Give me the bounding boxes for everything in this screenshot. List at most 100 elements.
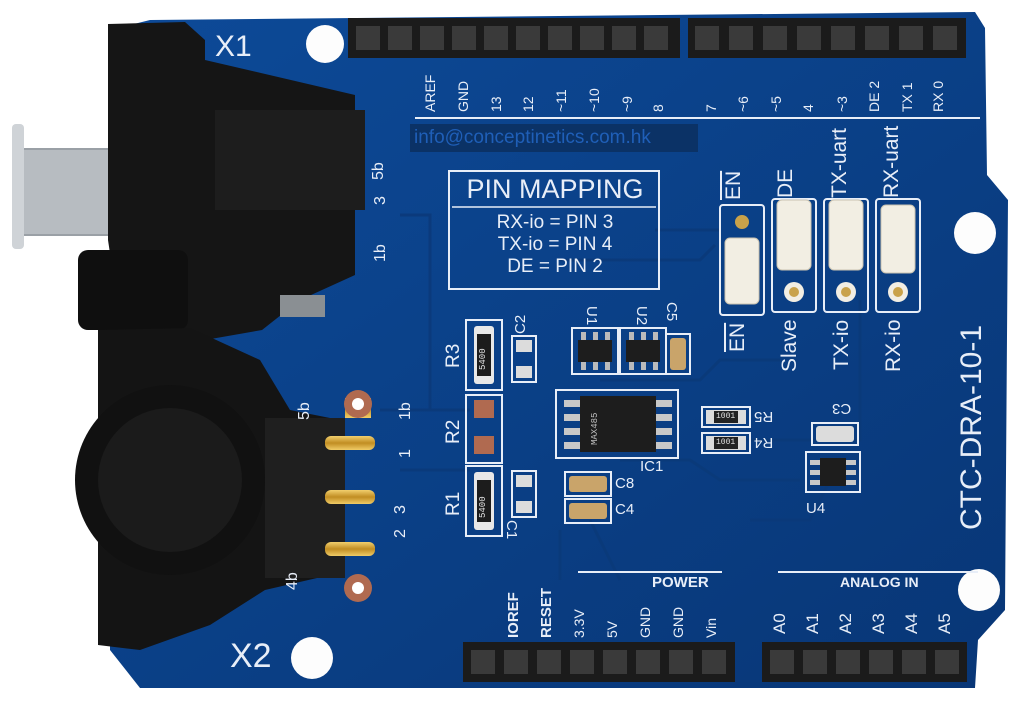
- jumper-label-bottom: TX-io: [830, 319, 853, 370]
- xlr-pin-label: 3: [372, 196, 389, 205]
- jumper-label-top: RX-uart: [880, 125, 903, 198]
- pin-label: 13: [488, 96, 504, 112]
- resistor-marking: 1001: [716, 438, 736, 447]
- xlr-pin-label: 1: [397, 449, 414, 458]
- pin-label: 12: [520, 96, 536, 112]
- pin-label: RX 0: [930, 80, 946, 112]
- mounting-hole: [291, 637, 333, 679]
- pin-label: GND: [455, 80, 471, 112]
- xlr-pin-label: 2: [392, 529, 409, 538]
- pin-label: ~10: [586, 88, 602, 112]
- board-model: CTC-DRA-10-1: [955, 324, 988, 530]
- resistor-marking: 5400: [478, 348, 488, 370]
- designator-c1: C1: [503, 520, 520, 540]
- pin-label: 5V: [604, 620, 620, 638]
- jumper-label-bottom: RX-io: [882, 319, 905, 372]
- jumper-label-bottom: EN: [726, 322, 749, 352]
- pin-label: ~11: [553, 89, 569, 112]
- xlr-pin-label: 5b: [370, 162, 387, 180]
- pin-label: A4: [902, 613, 921, 634]
- resistor-r5: [701, 406, 751, 428]
- resistor-r4: [701, 432, 751, 454]
- jumper-label-bottom: Slave: [778, 319, 801, 372]
- designator-c8: C8: [615, 475, 635, 492]
- top-header-right: [688, 18, 966, 58]
- pin-label: ~5: [768, 96, 784, 112]
- designator-c2: C2: [512, 314, 529, 334]
- mounting-hole: [954, 212, 996, 254]
- pin-label: A2: [836, 613, 855, 634]
- jumper-de: [771, 198, 817, 313]
- designator-u1: U1: [583, 306, 600, 326]
- resistor-marking: 5400: [478, 496, 488, 518]
- pin-label: GND: [670, 606, 686, 638]
- designator-ic1: IC1: [640, 458, 664, 475]
- ic-marking: MAX485: [590, 412, 600, 445]
- pin-mapping-line: DE = PIN 2: [507, 256, 603, 277]
- capacitor-c3: [811, 422, 859, 446]
- pin-label: DE 2: [866, 80, 882, 112]
- jumper-label-top: EN: [722, 170, 745, 200]
- xlr-pin-label: 5b: [296, 402, 313, 420]
- pin-label: Vin: [703, 618, 719, 638]
- xlr-pin-label: 4b: [284, 572, 301, 590]
- designator-c3: C3: [832, 400, 852, 417]
- jumper-label-top: DE: [774, 168, 797, 198]
- pin-label: 8: [650, 104, 666, 112]
- pin-label: RESET: [538, 587, 555, 638]
- chip-u4: [805, 451, 861, 493]
- mounting-hole: [306, 25, 344, 63]
- xlr-connector-x2: [75, 328, 375, 650]
- resistor-r3: [465, 319, 503, 391]
- top-header-left: [348, 18, 680, 58]
- designator-r5: R5: [754, 408, 774, 425]
- designator-r3: R3: [443, 343, 464, 368]
- xlr-pin-label: 3: [392, 505, 409, 514]
- power-header-title: POWER: [652, 574, 709, 591]
- pin-label: TX 1: [899, 82, 915, 112]
- jumper-rx: [875, 198, 921, 313]
- pin-mapping-box: [448, 170, 660, 290]
- jumper-label-top: TX-uart: [828, 127, 851, 198]
- pin-label: A1: [803, 613, 822, 634]
- designator-r2: R2: [443, 419, 464, 444]
- pin-label: ~6: [735, 96, 751, 112]
- pin-label: GND: [637, 606, 653, 638]
- power-header: [463, 642, 735, 682]
- jumper-tx: [823, 198, 869, 313]
- pin-mapping-title: PIN MAPPING: [466, 174, 644, 204]
- pin-label: ~9: [619, 96, 635, 112]
- xlr-pin-label: 1b: [372, 244, 389, 262]
- capacitor-c8: [564, 471, 612, 497]
- pin-mapping-line: TX-io = PIN 4: [497, 234, 613, 255]
- designator-c5: C5: [663, 302, 680, 322]
- designator-r1: R1: [443, 491, 464, 516]
- designator-u4: U4: [806, 500, 826, 517]
- capacitor-c4: [564, 498, 612, 524]
- designator-c4: C4: [615, 501, 635, 518]
- pin-mapping-list: RX-io = PIN 3 TX-io = PIN 4 DE = PIN 2: [452, 212, 658, 278]
- designator-u2: U2: [633, 306, 650, 326]
- email-label: info@conceptinetics.com.hk: [410, 124, 698, 152]
- connector-label-x1: X1: [215, 30, 252, 63]
- resistor-marking: 1001: [716, 412, 736, 421]
- resistor-r1: [465, 465, 503, 537]
- pin-label: ~3: [834, 96, 850, 112]
- mounting-hole: [958, 569, 1000, 611]
- pin-label: IOREF: [505, 592, 522, 638]
- capacitor-c2: [511, 335, 537, 383]
- pin-label: A0: [770, 613, 789, 634]
- pin-label: AREF: [422, 74, 438, 112]
- chip-u1: [571, 327, 619, 375]
- xlr-pin-label: 1b: [397, 402, 414, 420]
- xlr-connector-x1: [12, 22, 365, 340]
- pin-label: A5: [935, 613, 954, 634]
- pin-label: 3.3V: [571, 609, 587, 638]
- analog-header-title: ANALOG IN: [840, 574, 919, 590]
- analog-header: [762, 642, 967, 682]
- pin-label: 4: [800, 104, 816, 112]
- connector-label-x2: X2: [230, 637, 272, 675]
- capacitor-c1: [511, 470, 537, 518]
- pin-label: 7: [703, 104, 719, 112]
